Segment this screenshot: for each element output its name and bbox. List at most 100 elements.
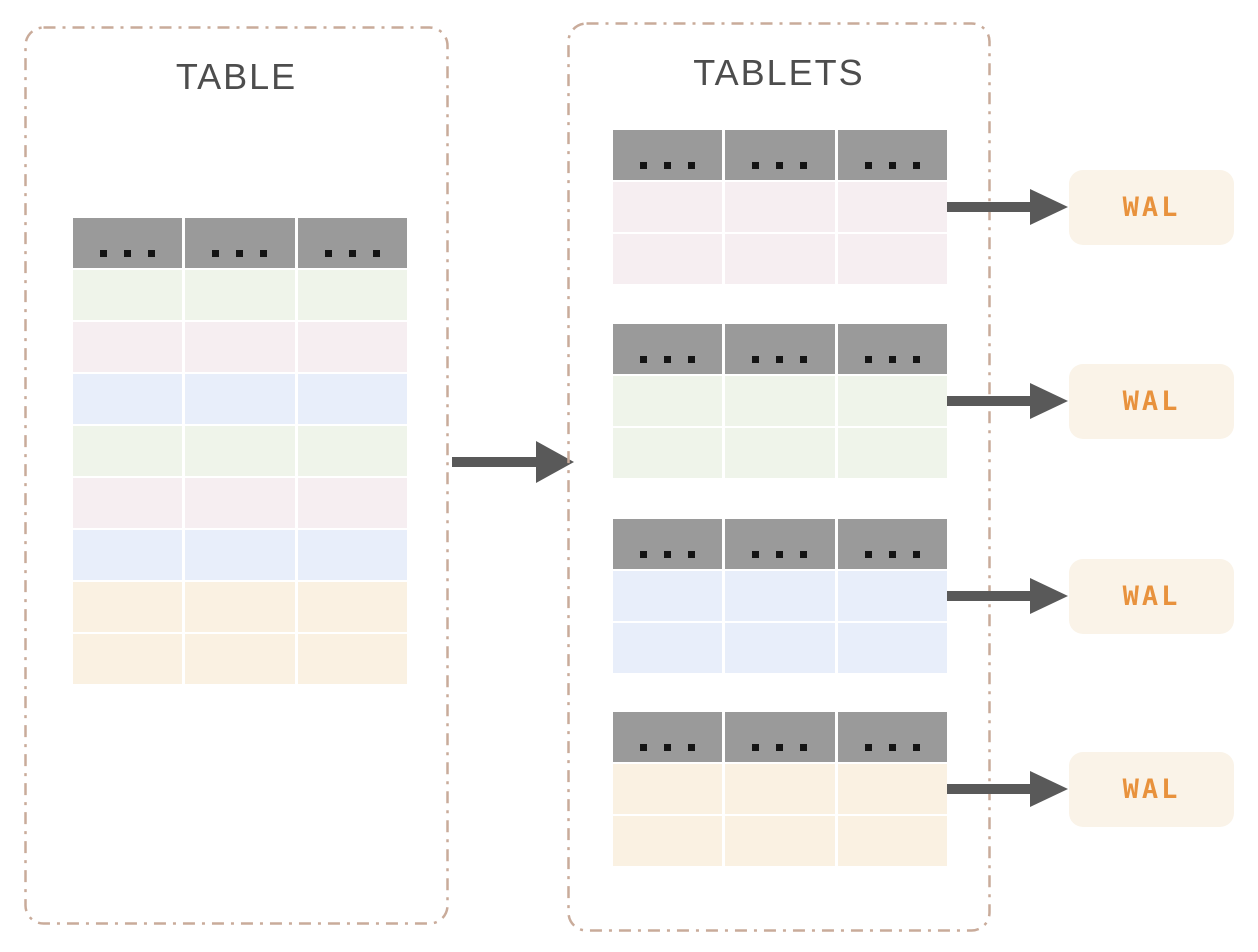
table-cell [297,634,407,684]
ellipsis-dot [752,743,760,751]
ellipsis-dot [888,355,896,363]
table-cell [837,182,947,232]
ellipsis-dot [100,249,108,257]
wal-box: WAL [1069,752,1234,827]
table-cell [185,530,295,580]
ellipsis-dot [640,355,648,363]
ellipsis-dot [864,550,872,558]
ellipsis-dot [888,161,896,169]
ellipsis-dot [800,355,808,363]
table-cell [725,234,835,284]
column-ellipsis [752,550,808,558]
ellipsis-dot [664,743,672,751]
table-cell [837,623,947,673]
table-panel-title: TABLE [175,56,298,97]
table-cell [613,428,723,478]
tablet-to-wal-arrow [947,771,1068,807]
table-cell [837,764,947,814]
ellipsis-dot [124,249,132,257]
table-header-cell [297,218,407,268]
table-cell [297,374,407,424]
table-header-cell [725,519,835,569]
column-ellipsis [212,249,268,257]
table-header-cell [725,712,835,762]
table-cell [185,582,295,632]
table-cell [837,816,947,866]
table-row [613,428,947,478]
table-cell [837,234,947,284]
table-cell [837,571,947,621]
table-header-row [613,712,947,762]
table-cell [725,428,835,478]
ellipsis-dot [864,355,872,363]
table-cell [73,374,183,424]
table-cell [297,322,407,372]
table-cell [725,623,835,673]
table-header-cell [837,712,947,762]
table-row [73,530,407,580]
wal-label: WAL [1122,192,1181,223]
table-cell [73,270,183,320]
table-cell [297,478,407,528]
ellipsis-dot [664,550,672,558]
table-header-cell [725,130,835,180]
ellipsis-dot [372,249,380,257]
column-ellipsis [324,249,380,257]
column-ellipsis [100,249,156,257]
ellipsis-dot [912,550,920,558]
table-cell [185,478,295,528]
table-cell [725,764,835,814]
column-ellipsis [640,550,696,558]
table-row [613,376,947,426]
table-cell [73,582,183,632]
wal-label: WAL [1122,581,1181,612]
table-cell [297,426,407,476]
ellipsis-dot [212,249,220,257]
table-cell [613,571,723,621]
table-cell [613,234,723,284]
table-cell [185,634,295,684]
ellipsis-dot [752,161,760,169]
table-row [73,582,407,632]
wal-box: WAL [1069,559,1234,634]
ellipsis-dot [752,355,760,363]
column-ellipsis [864,355,920,363]
ellipsis-dot [864,743,872,751]
ellipsis-dot [864,161,872,169]
ellipsis-dot [776,355,784,363]
ellipsis-dot [640,161,648,169]
table-header-row [613,130,947,180]
table-cell [73,530,183,580]
table-cell [725,571,835,621]
table-cell [73,478,183,528]
column-ellipsis [864,550,920,558]
table-cell [185,270,295,320]
table-cell [613,182,723,232]
wal-label: WAL [1122,386,1181,417]
table-header-row [613,324,947,374]
tablet-table [613,712,947,866]
tablet-to-wal-arrow [947,383,1068,419]
table-header-cell [73,218,183,268]
ellipsis-dot [912,743,920,751]
table-header-cell [837,519,947,569]
table-row [73,478,407,528]
column-ellipsis [752,743,808,751]
table-header-cell [613,324,723,374]
column-ellipsis [640,355,696,363]
ellipsis-dot [664,161,672,169]
table-header-cell [613,519,723,569]
table-row [73,426,407,476]
table-row [73,322,407,372]
table-cell [297,270,407,320]
table-panel: TABLE [24,26,449,925]
ellipsis-dot [324,249,332,257]
table-header-cell [613,130,723,180]
tablet-to-wal-arrow [947,189,1068,225]
table-header-cell [837,324,947,374]
table-cell [73,634,183,684]
ellipsis-dot [688,355,696,363]
table-cell [185,426,295,476]
ellipsis-dot [912,355,920,363]
